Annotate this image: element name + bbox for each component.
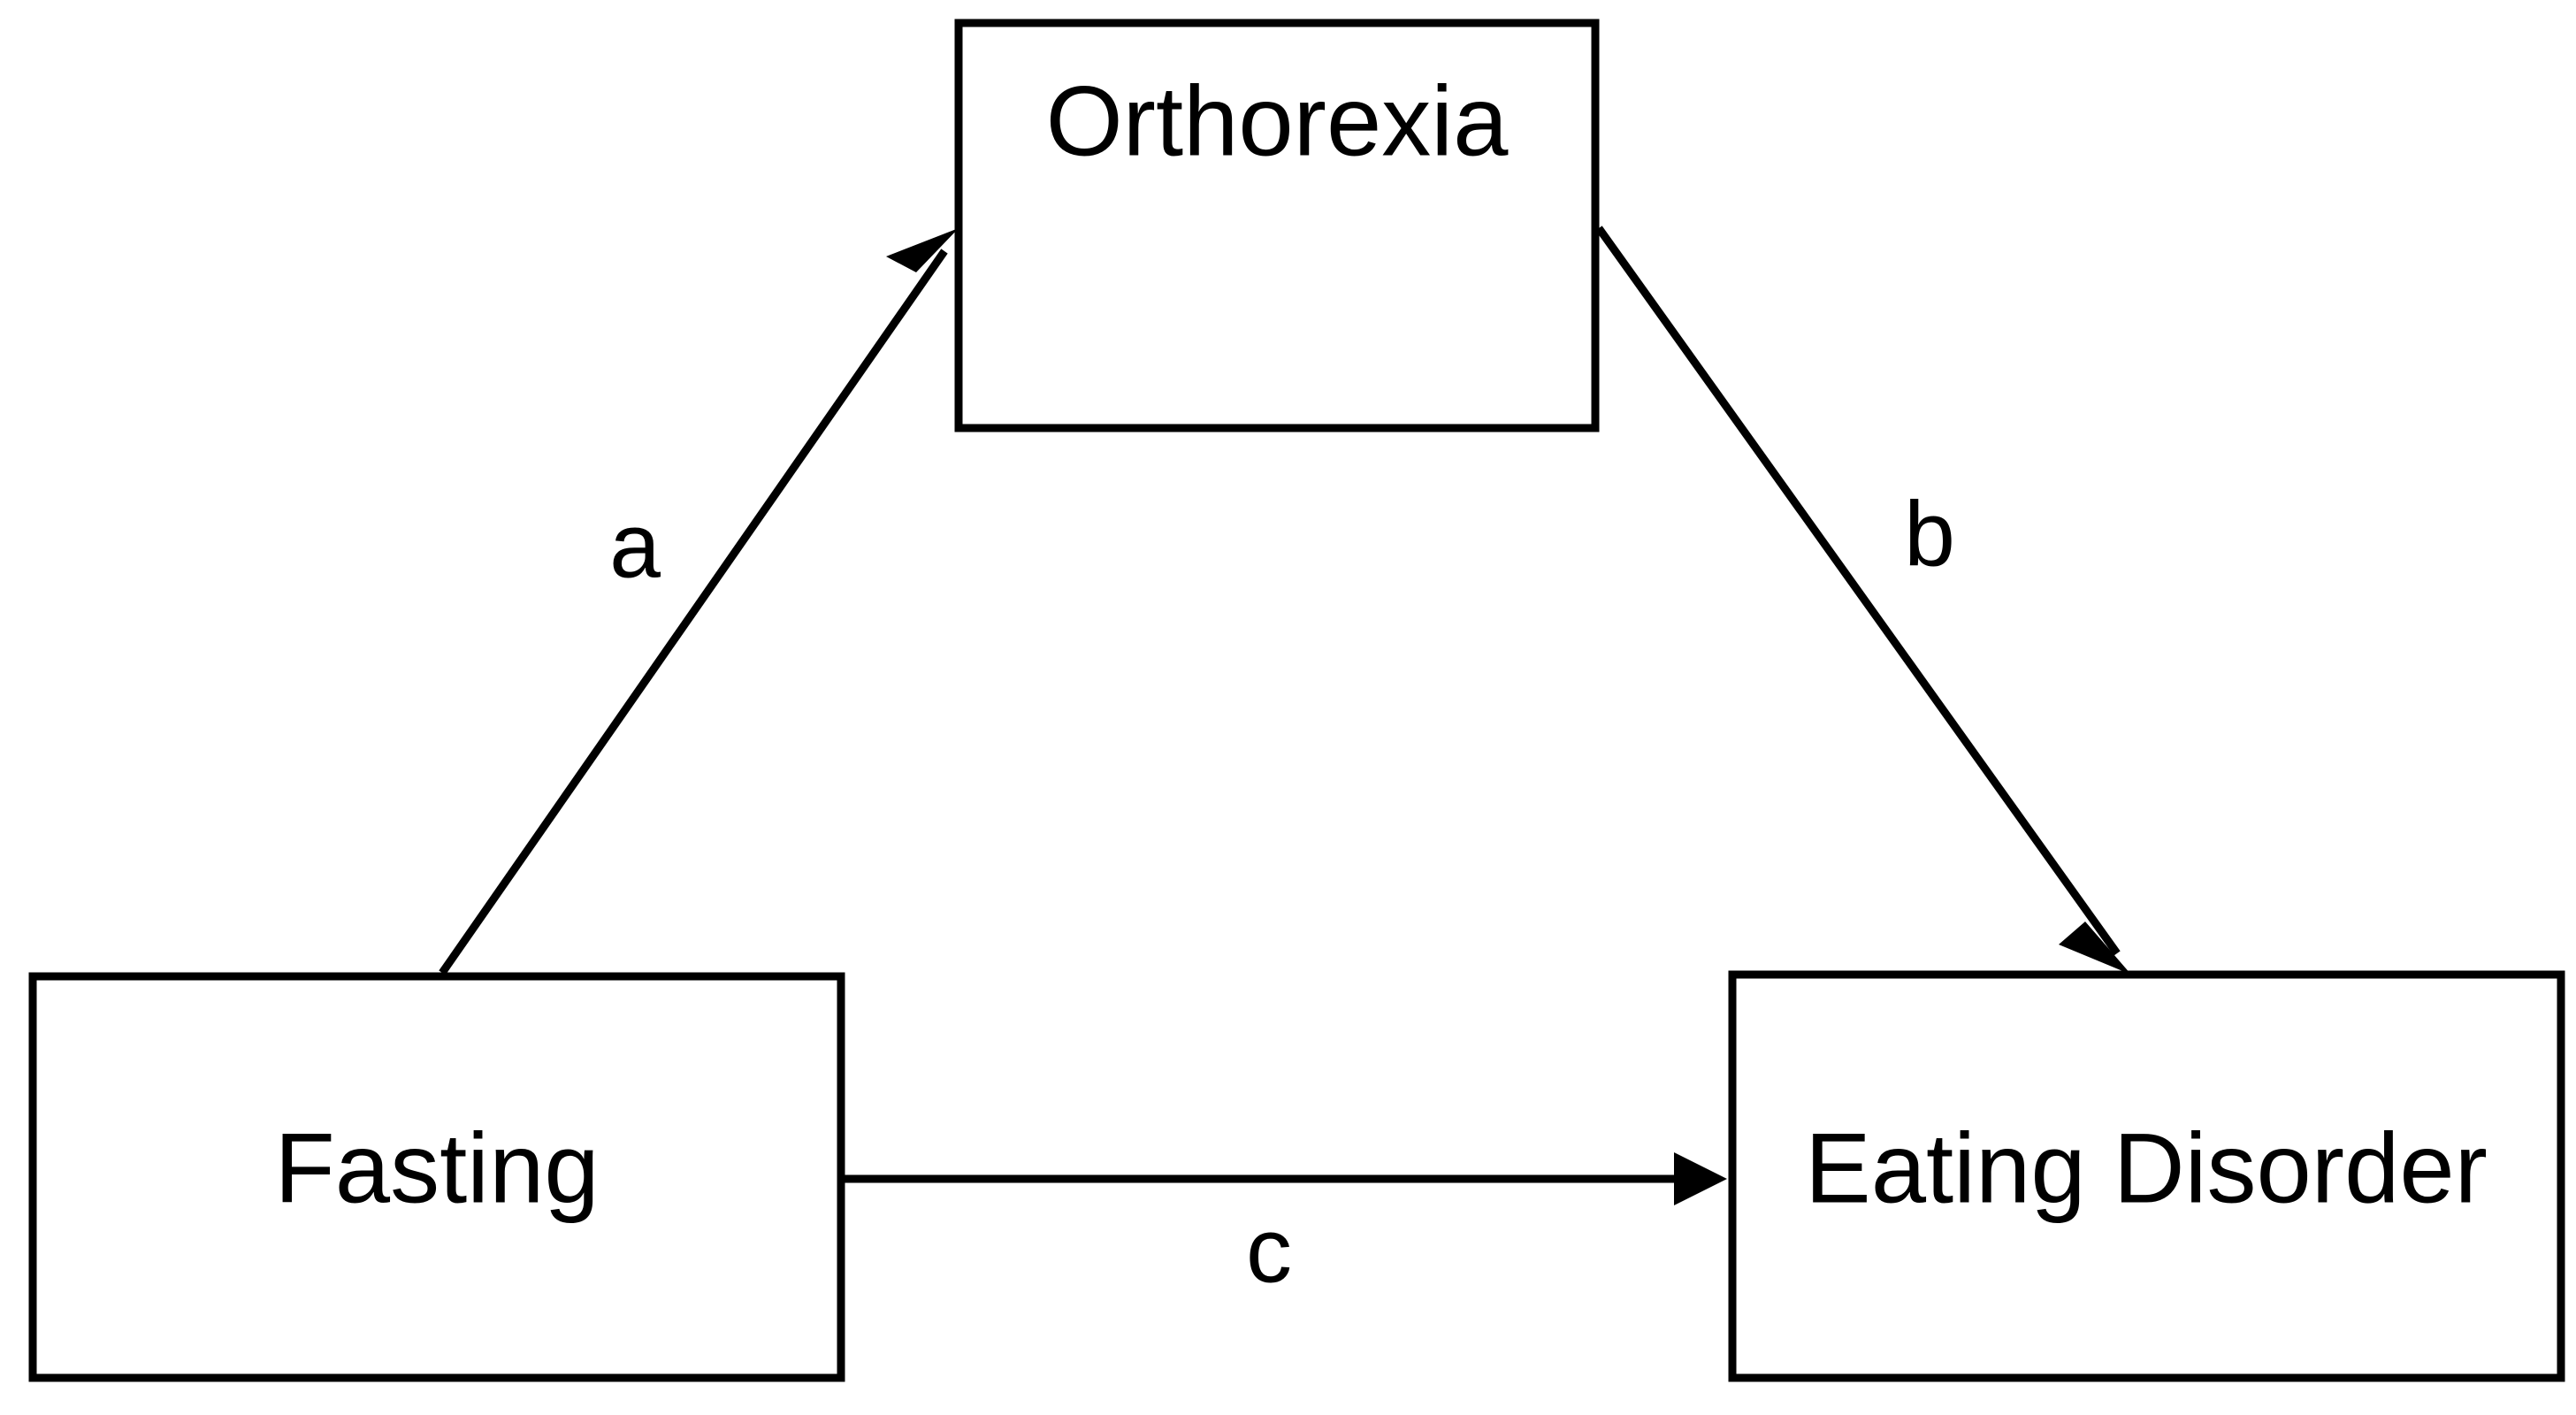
edge-path-c [845,1152,1727,1205]
edge-path-a-line [439,249,948,975]
arrow-head-b-icon [2059,922,2131,975]
edge-path-b [1595,226,2131,975]
node-orthorexia[interactable]: Orthorexia [954,19,1600,432]
node-fasting[interactable]: Fasting [28,972,845,1382]
node-eating-disorder-box[interactable] [1728,970,2565,1382]
node-eating-disorder-label: Eating Disorder [1805,1113,2488,1224]
node-orthorexia-box[interactable] [954,19,1600,432]
edge-path-b-line [1595,226,2121,956]
edge-label-a: a [609,494,661,597]
node-fasting-box[interactable] [28,972,845,1382]
edge-label-b: b [1904,483,1955,585]
arrow-head-c-icon [1674,1152,1727,1205]
node-eating-disorder[interactable]: Eating Disorder [1728,970,2565,1382]
arrow-head-a-icon [886,228,959,272]
node-orthorexia-label: Orthorexia [1046,66,1510,177]
node-fasting-label: Fasting [274,1113,599,1224]
edge-label-c: c [1246,1199,1292,1302]
edge-path-a [439,228,959,975]
